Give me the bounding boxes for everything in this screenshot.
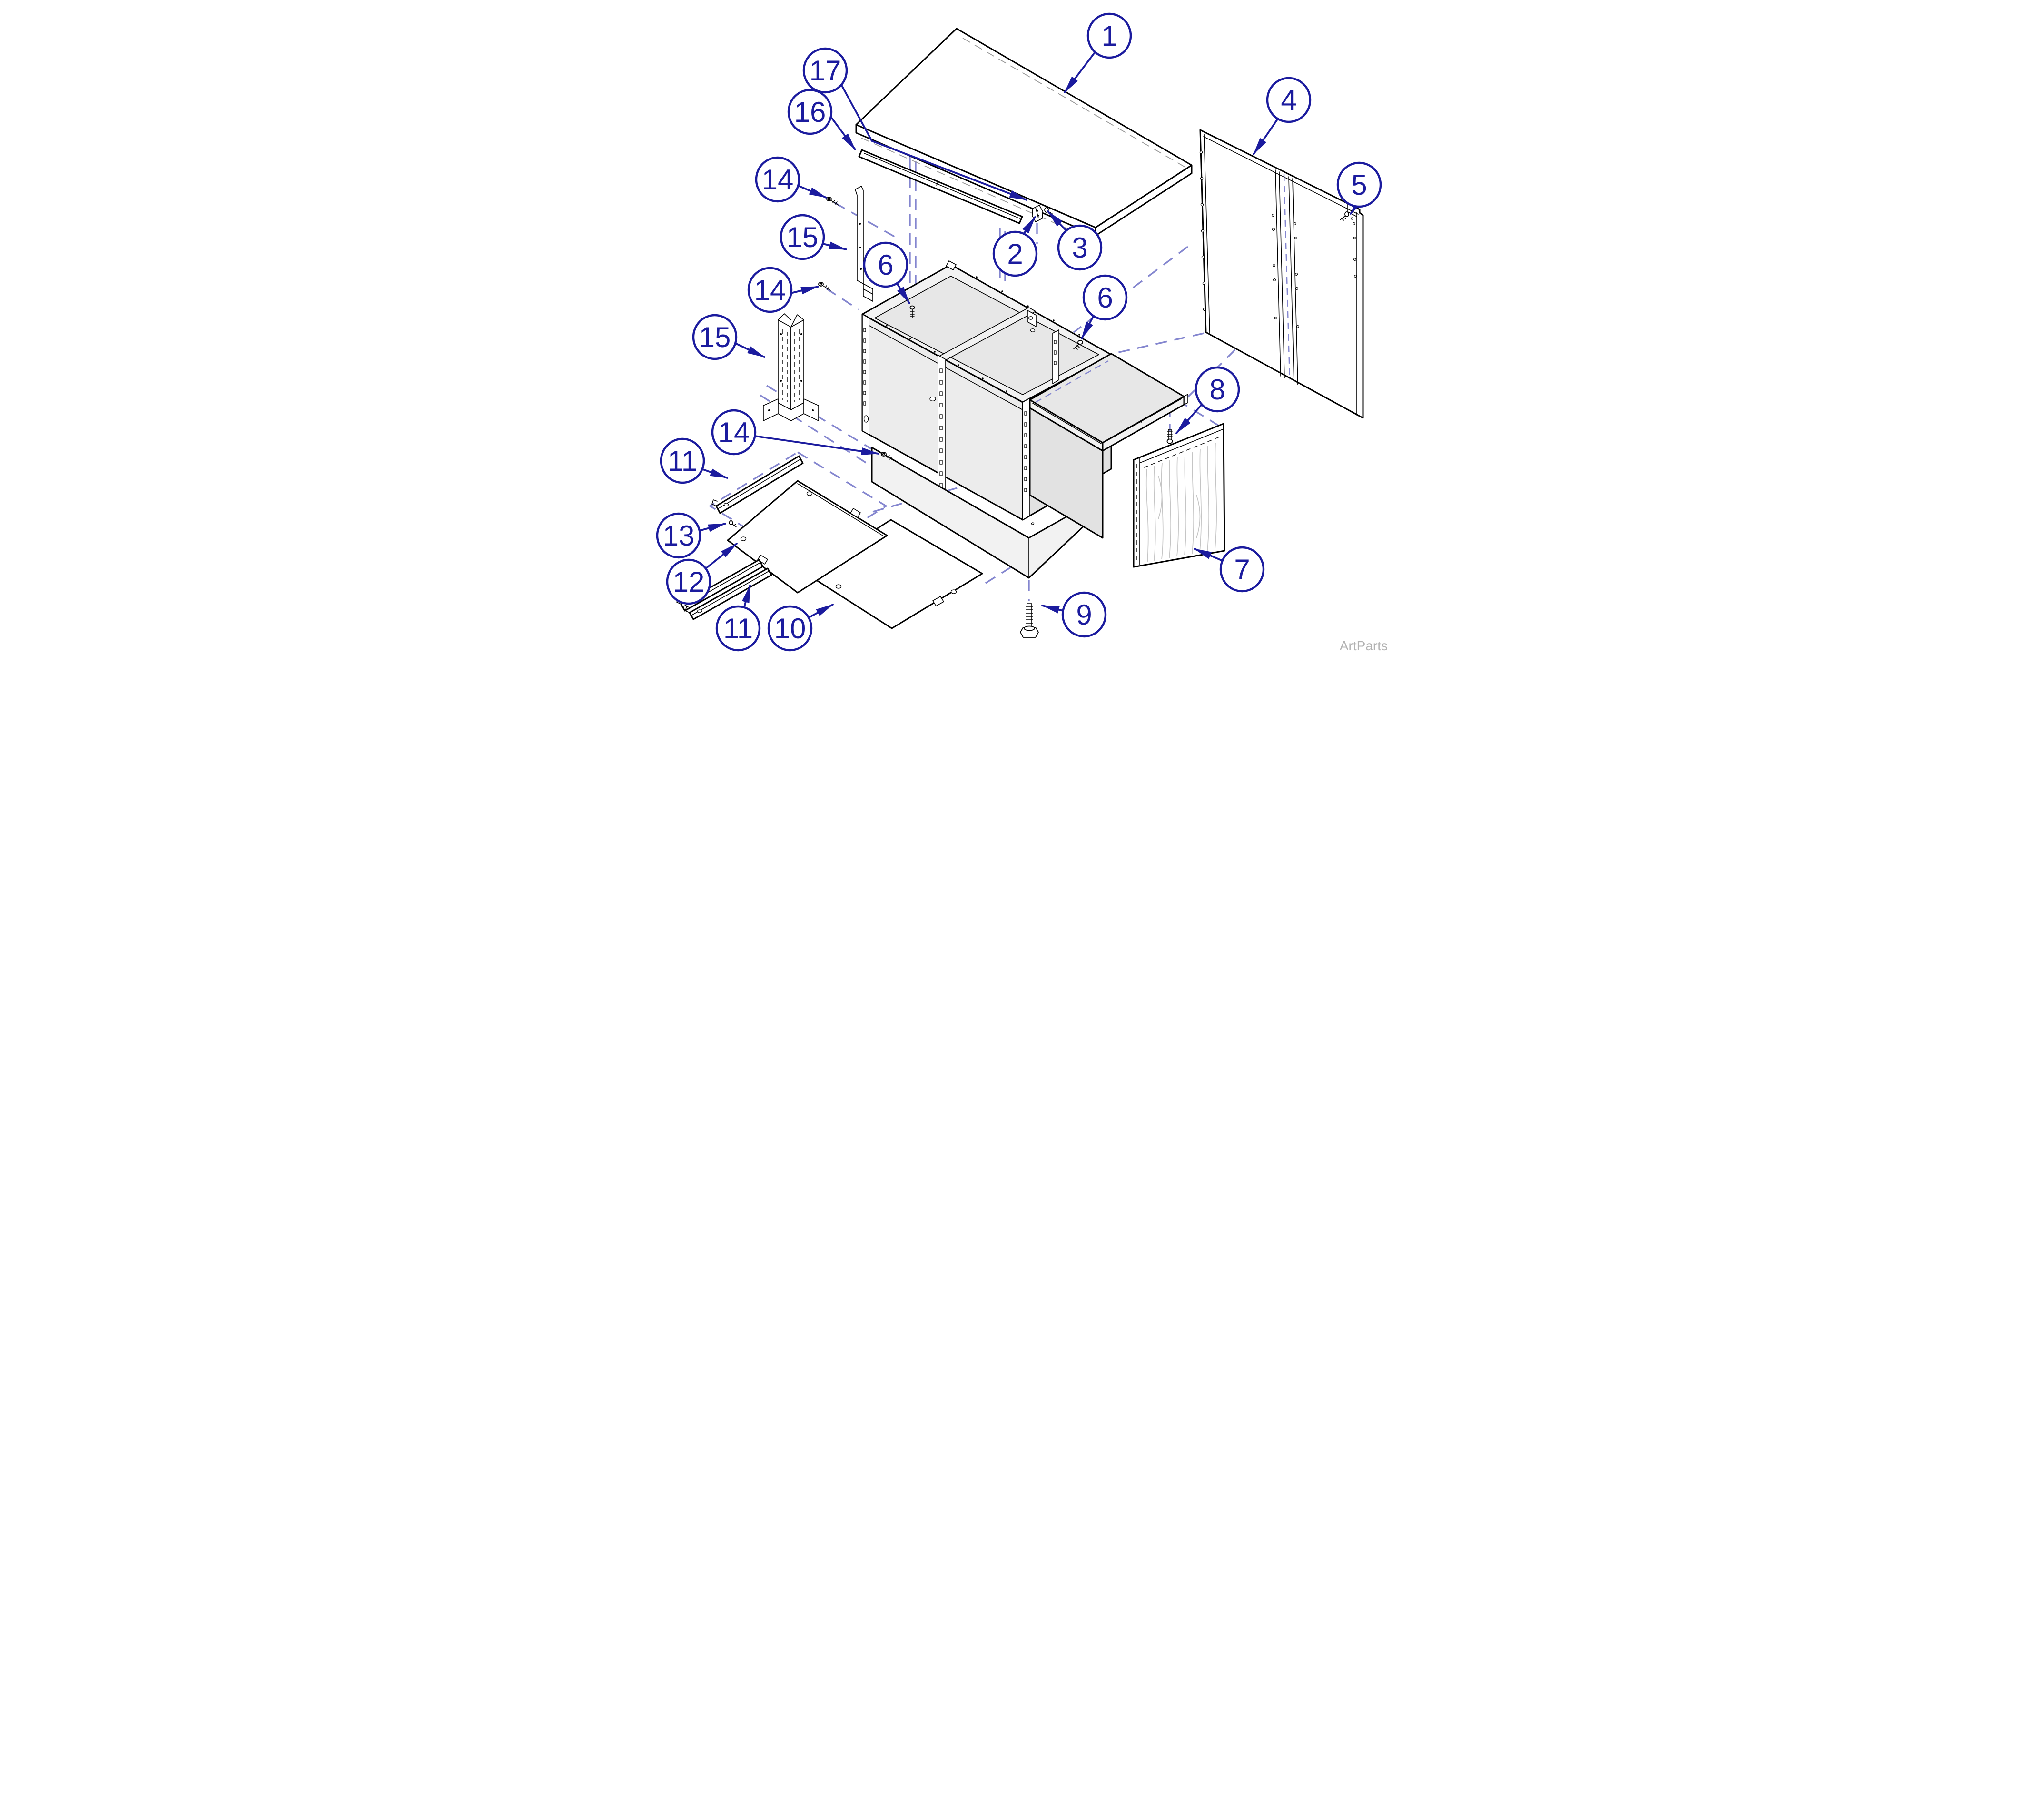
leader-15a — [821, 241, 847, 250]
svg-text:3: 3 — [1072, 232, 1087, 264]
callout-8: 8 — [1175, 366, 1240, 434]
watermark: ArtParts — [1339, 638, 1387, 653]
slotted-upright-left — [861, 314, 869, 435]
svg-text:10: 10 — [774, 613, 806, 645]
exploded-cabinet-diagram: 1 17 16 4 5 14 15 — [649, 0, 1395, 660]
svg-text:5: 5 — [1351, 169, 1367, 201]
part-bottom-panel-12 — [727, 480, 888, 594]
leader-12 — [704, 543, 738, 570]
part-back-panel-screw — [1339, 211, 1353, 221]
svg-text:9: 9 — [1076, 599, 1092, 631]
leader-4 — [1252, 117, 1279, 155]
leader-11a — [700, 468, 728, 479]
callouts: 1 17 16 4 5 14 15 — [656, 12, 1382, 652]
svg-text:8: 8 — [1209, 374, 1225, 406]
leader-3 — [1047, 210, 1067, 232]
callout-4: 4 — [1252, 77, 1311, 155]
leader-2 — [1022, 216, 1036, 236]
svg-text:14: 14 — [754, 274, 786, 306]
callout-6a: 6 — [863, 241, 910, 304]
part-front-trim-rail — [858, 149, 1023, 224]
part-screw-6b — [1073, 340, 1083, 350]
svg-text:6: 6 — [1097, 282, 1113, 314]
cabinet-carcass — [861, 260, 1112, 579]
callout-1: 1 — [1063, 12, 1132, 93]
leader-7 — [1193, 548, 1224, 562]
part-corner-bracket-15a — [854, 186, 873, 302]
wood-grain — [1145, 443, 1217, 562]
callout-17: 17 — [802, 47, 1027, 201]
callout-14b: 14 — [747, 267, 819, 313]
part-screw-14c — [880, 452, 894, 461]
leader-14a — [797, 185, 827, 199]
part-leveling-bolt — [1019, 603, 1039, 638]
leader-14c — [753, 435, 879, 455]
svg-text:2: 2 — [1007, 238, 1023, 270]
frame-rivet-dots — [885, 276, 1080, 392]
part-base-rail-11a — [711, 455, 803, 514]
part-wood-side-panel — [1133, 423, 1225, 568]
callout-3: 3 — [1047, 210, 1102, 271]
part-top-panel — [855, 28, 1192, 241]
slotted-upright-right — [1022, 398, 1030, 520]
shelf-assembly — [1029, 353, 1188, 539]
leader-13 — [698, 523, 726, 532]
leader-9 — [1041, 605, 1064, 614]
leader-14b — [789, 286, 819, 295]
svg-text:7: 7 — [1234, 554, 1250, 586]
slotted-upright-center — [937, 355, 946, 500]
svg-text:6: 6 — [878, 249, 893, 281]
part-screw-8 — [1166, 429, 1173, 444]
part-screw-6a — [909, 305, 915, 318]
slotted-upright-back — [1052, 329, 1059, 384]
leader-6a — [895, 282, 910, 304]
callout-14c: 14 — [711, 409, 879, 456]
callout-9: 9 — [1041, 591, 1106, 638]
leader-15b — [734, 342, 765, 358]
leader-1 — [1063, 50, 1096, 93]
callout-7: 7 — [1193, 546, 1264, 593]
svg-text:11: 11 — [667, 445, 697, 477]
callout-15b: 15 — [692, 314, 765, 360]
part-screw-14b — [818, 282, 831, 291]
leader-8 — [1175, 403, 1203, 434]
leader-6b — [1080, 315, 1095, 339]
leader-11b — [741, 585, 751, 608]
leader-10 — [807, 604, 834, 619]
back-panel-holes — [1199, 150, 1357, 328]
callout-14a: 14 — [755, 156, 827, 203]
part-corner-bracket-15b — [762, 313, 819, 421]
svg-text:14: 14 — [718, 417, 750, 448]
svg-text:17: 17 — [809, 55, 841, 87]
svg-text:16: 16 — [794, 96, 826, 128]
callout-2: 2 — [992, 216, 1037, 277]
part-screw-14a — [826, 197, 839, 206]
svg-text:14: 14 — [761, 164, 793, 196]
leader-17 — [840, 85, 1027, 201]
svg-text:11: 11 — [723, 613, 752, 645]
part-screw-13 — [729, 520, 737, 527]
callout-16: 16 — [787, 89, 856, 150]
callout-15a: 15 — [780, 214, 847, 260]
svg-text:12: 12 — [672, 566, 704, 598]
callout-11b: 11 — [715, 585, 760, 652]
svg-text:4: 4 — [1281, 84, 1296, 116]
svg-text:15: 15 — [786, 221, 818, 253]
callout-6b: 6 — [1080, 274, 1127, 339]
callout-5: 5 — [1336, 161, 1382, 215]
callout-11a: 11 — [660, 437, 728, 484]
svg-text:15: 15 — [699, 321, 731, 353]
part-back-panel — [1199, 129, 1363, 419]
svg-text:1: 1 — [1101, 20, 1117, 52]
callout-10: 10 — [767, 604, 834, 652]
diagram-page: 1 17 16 4 5 14 15 — [649, 0, 1395, 660]
callout-12: 12 — [666, 543, 738, 605]
callout-13: 13 — [656, 512, 726, 559]
leader-16 — [829, 115, 856, 150]
svg-text:13: 13 — [662, 520, 694, 552]
